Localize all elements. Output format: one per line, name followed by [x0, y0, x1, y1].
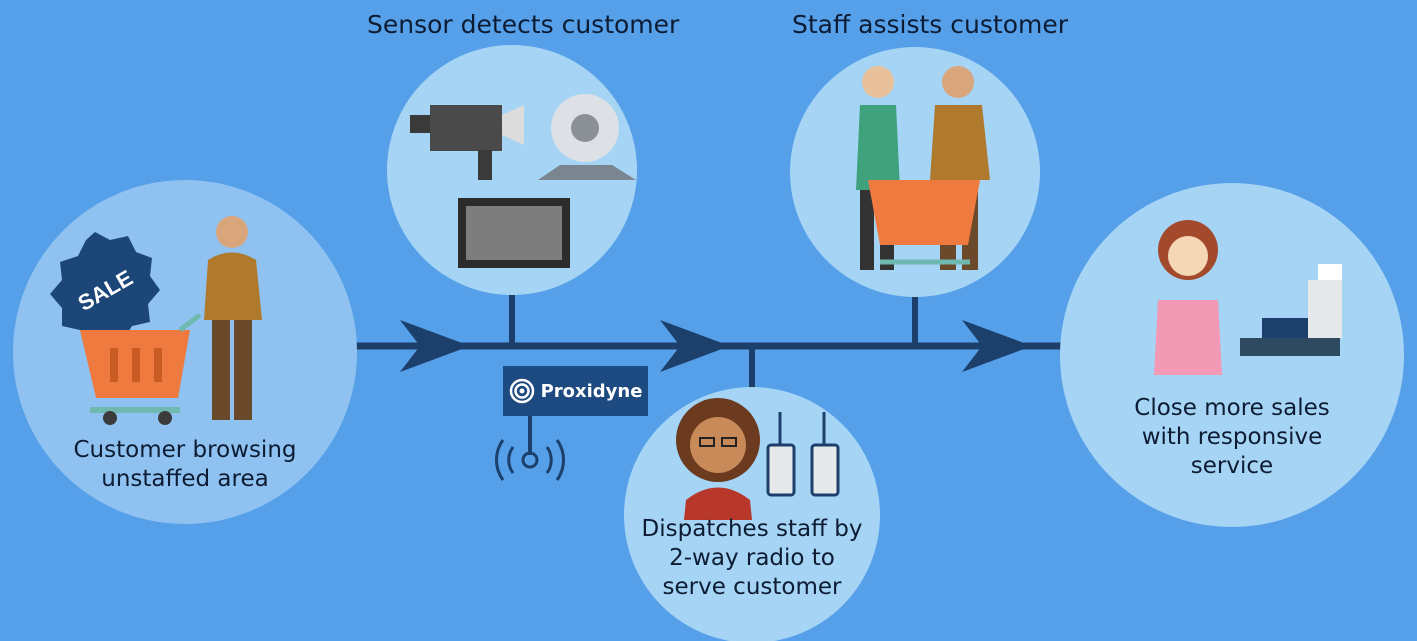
- radio-wave-icon: [495, 439, 565, 481]
- dispatcher-figure: [676, 398, 760, 520]
- step-staff: [790, 47, 1040, 297]
- walkie-talkie-icon: [766, 412, 840, 497]
- video-camera-icon: [410, 105, 524, 180]
- cashier-figure: [1154, 220, 1222, 375]
- webcam-icon: [538, 94, 636, 180]
- sale-badge: SALE: [50, 232, 160, 346]
- customer-figure: [204, 216, 262, 420]
- staff-step-title: Staff assists customer: [792, 10, 1069, 39]
- sensor-step-title: Sensor detects customer: [367, 10, 680, 39]
- timeline-arrow-2: [660, 320, 730, 372]
- browse-step-caption: Customer browsing unstaffed area: [30, 436, 340, 494]
- cash-register-icon: [1240, 264, 1342, 356]
- brand-name: Proxidyne: [540, 380, 643, 402]
- close-caption-line-2: with responsive: [1141, 424, 1323, 450]
- chip-sensor-icon: [458, 198, 570, 268]
- step-dispatch: [624, 387, 880, 641]
- dispatch-caption-line-1: Dispatches staff by: [641, 516, 863, 542]
- close-caption-line-3: service: [1190, 453, 1274, 479]
- timeline-arrow-3: [962, 320, 1032, 372]
- browse-caption-line-1: Customer browsing: [73, 437, 297, 463]
- shopping-basket-icon: [80, 313, 202, 425]
- step-close: [1060, 183, 1404, 527]
- close-step-caption: Close more sales with responsive service: [1092, 394, 1372, 481]
- dispatch-caption-line-2: 2-way radio to: [669, 545, 835, 571]
- timeline-arrow-1: [400, 320, 470, 372]
- dispatch-caption-line-3: serve customer: [662, 574, 842, 600]
- step-browse: SALE: [13, 180, 357, 524]
- proxidyne-logo-icon: [509, 378, 534, 404]
- close-caption-line-1: Close more sales: [1134, 395, 1330, 421]
- browse-caption-line-2: unstaffed area: [101, 466, 269, 492]
- step-sensor: [387, 45, 637, 295]
- dispatch-step-caption: Dispatches staff by 2-way radio to serve…: [620, 515, 884, 602]
- proxidyne-logo: Proxidyne: [503, 366, 648, 416]
- timeline: [355, 290, 1070, 455]
- basket-cart-icon: [868, 180, 980, 265]
